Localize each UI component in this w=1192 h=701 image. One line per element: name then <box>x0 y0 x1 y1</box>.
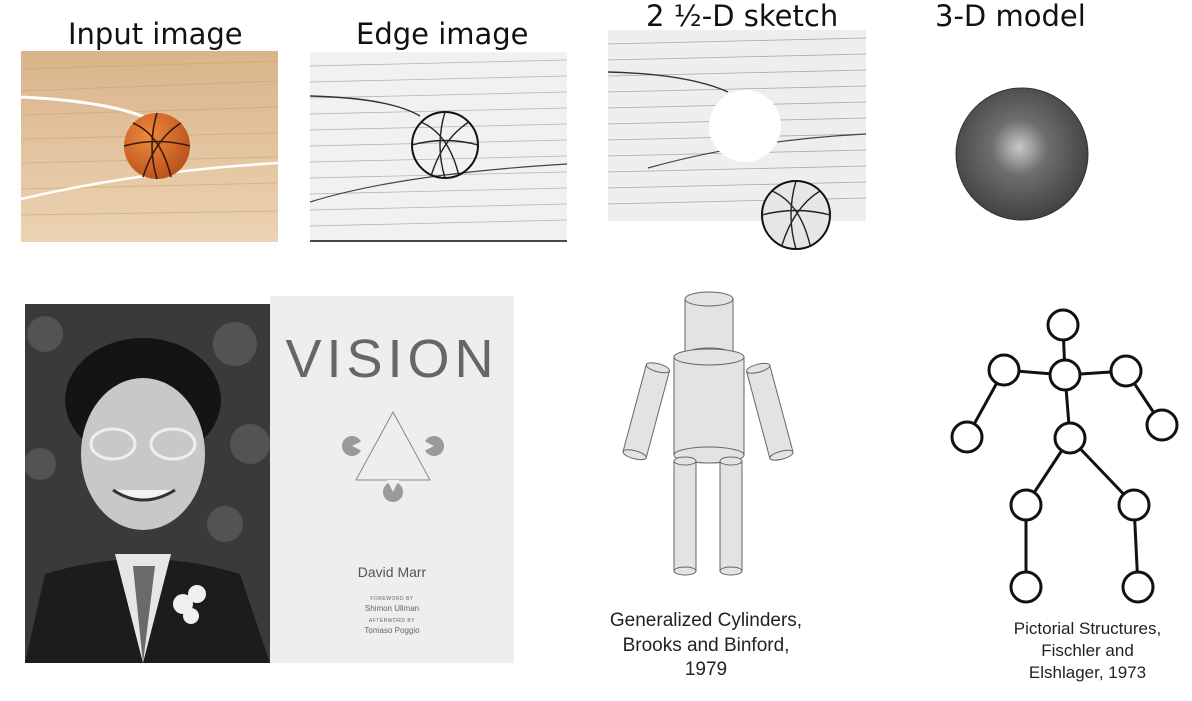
sphere-model <box>952 84 1092 224</box>
afterword-name: Tomaso Poggio <box>364 626 420 635</box>
pictorial-caption: Pictorial Structures, Fischler and Elshl… <box>985 618 1190 684</box>
edge-image <box>310 52 567 242</box>
pictorial-structures-figure <box>940 295 1180 610</box>
kanizsa-triangle-icon <box>342 410 444 502</box>
cylinders-caption: Generalized Cylinders, Brooks and Binfor… <box>580 609 832 683</box>
sketch-label: 2 ½-D sketch <box>646 0 839 33</box>
input-image-label: Input image <box>68 17 243 51</box>
cylinders-caption-line-1: Generalized Cylinders, <box>609 610 803 631</box>
cylinders-caption-line-3: 1979 <box>684 659 728 681</box>
book-cover: VISION David Marr FOREWORD BY Shimon Ull… <box>270 296 514 663</box>
generalized-cylinders-figure <box>600 285 800 585</box>
author-photo <box>25 304 270 663</box>
foreword-label: FOREWORD BY <box>370 596 414 602</box>
book-title: VISION <box>285 329 499 389</box>
afterword-label: AFTERWORD BY <box>368 618 416 624</box>
sketch-image <box>608 30 866 258</box>
model-label: 3-D model <box>935 0 1086 33</box>
pictorial-caption-line-2: Fischler and <box>1041 641 1134 661</box>
input-image <box>21 51 278 242</box>
book-author: David Marr <box>357 564 427 580</box>
cylinders-caption-line-2: Brooks and Binford, <box>622 634 790 656</box>
pictorial-caption-line-3: Elshlager, 1973 <box>1028 663 1147 683</box>
edge-image-label: Edge image <box>356 17 529 51</box>
pictorial-caption-line-1: Pictorial Structures, <box>1013 619 1162 638</box>
foreword-name: Shimon Ullman <box>364 604 420 613</box>
